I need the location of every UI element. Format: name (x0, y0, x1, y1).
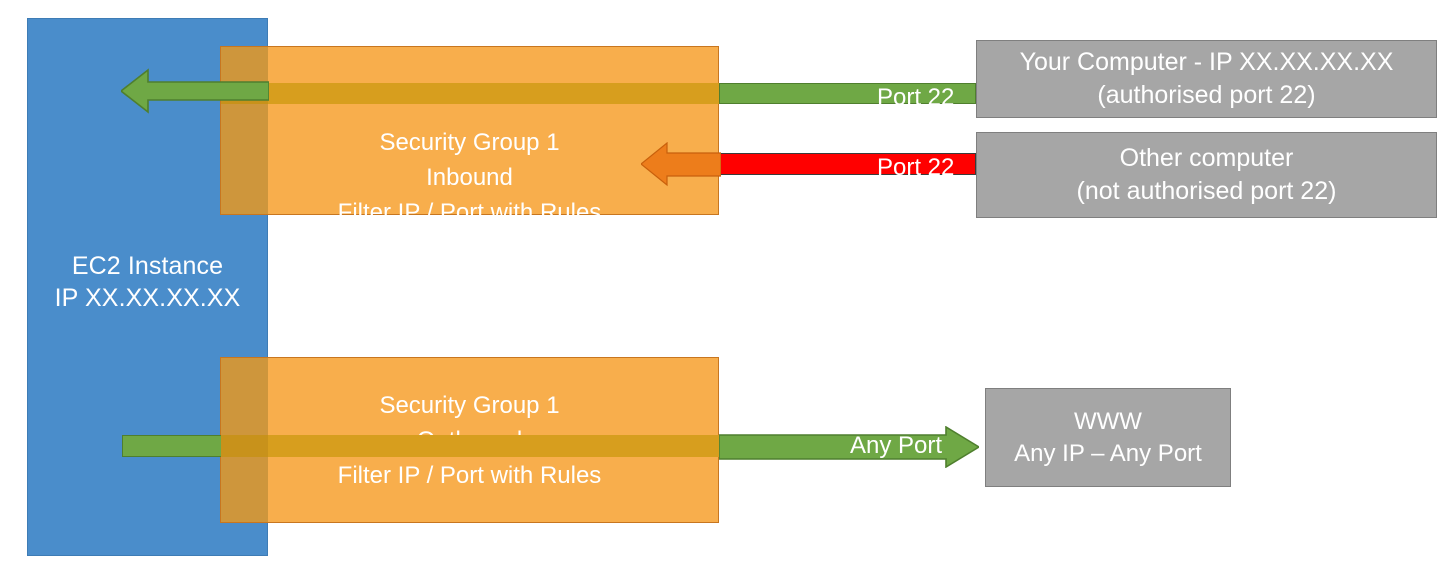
other-computer-line1: Other computer (1119, 144, 1294, 172)
ec2-instance-name: EC2 Instance (71, 252, 224, 280)
sg-inbound-line2: Inbound (426, 164, 513, 191)
sg-outbound-line3: Filter IP / Port with Rules (337, 462, 602, 489)
allowed-outbound-port-label: Any Port (850, 432, 943, 459)
blocked-inbound-port-label: Port 22 (877, 154, 955, 181)
endpoint-your-computer-box: Your Computer - IP XX.XX.XX.XX (authoris… (976, 40, 1437, 118)
your-computer-line2: (authorised port 22) (1097, 81, 1316, 109)
allowed-inbound-connector (719, 83, 976, 104)
ec2-instance-label: EC2 Instance IP XX.XX.XX.XX (27, 250, 268, 314)
allowed-inbound-port-label: Port 22 (877, 84, 955, 111)
allowed-outbound-arrow-icon (718, 425, 981, 469)
allowed-outbound-band-over-sg (268, 435, 719, 457)
security-group-outbound-text: Security Group 1 Outbound Filter IP / Po… (221, 388, 718, 493)
sg-outbound-line1: Security Group 1 (379, 392, 560, 419)
ec2-instance-ip: IP XX.XX.XX.XX (54, 284, 241, 312)
allowed-inbound-band-over-sg (268, 83, 719, 104)
blocked-inbound-arrow-icon (640, 141, 722, 187)
www-line1: WWW (1074, 407, 1142, 435)
endpoint-www-box: WWW Any IP – Any Port (985, 388, 1231, 487)
endpoint-other-computer-box: Other computer (not authorised port 22) (976, 132, 1437, 218)
security-group-inbound-text: Security Group 1 Inbound Filter IP / Por… (221, 125, 718, 230)
www-line2: Any IP – Any Port (1014, 439, 1202, 467)
allowed-inbound-arrow-icon (121, 68, 269, 114)
other-computer-line2: (not authorised port 22) (1076, 177, 1337, 205)
sg-inbound-line3: Filter IP / Port with Rules (337, 199, 602, 226)
security-group-inbound-box: Security Group 1 Inbound Filter IP / Por… (220, 46, 719, 226)
sg-inbound-line1: Security Group 1 (379, 129, 560, 156)
your-computer-line1: Your Computer - IP XX.XX.XX.XX (1019, 48, 1394, 76)
allowed-outbound-band-over-overlap (221, 435, 268, 457)
